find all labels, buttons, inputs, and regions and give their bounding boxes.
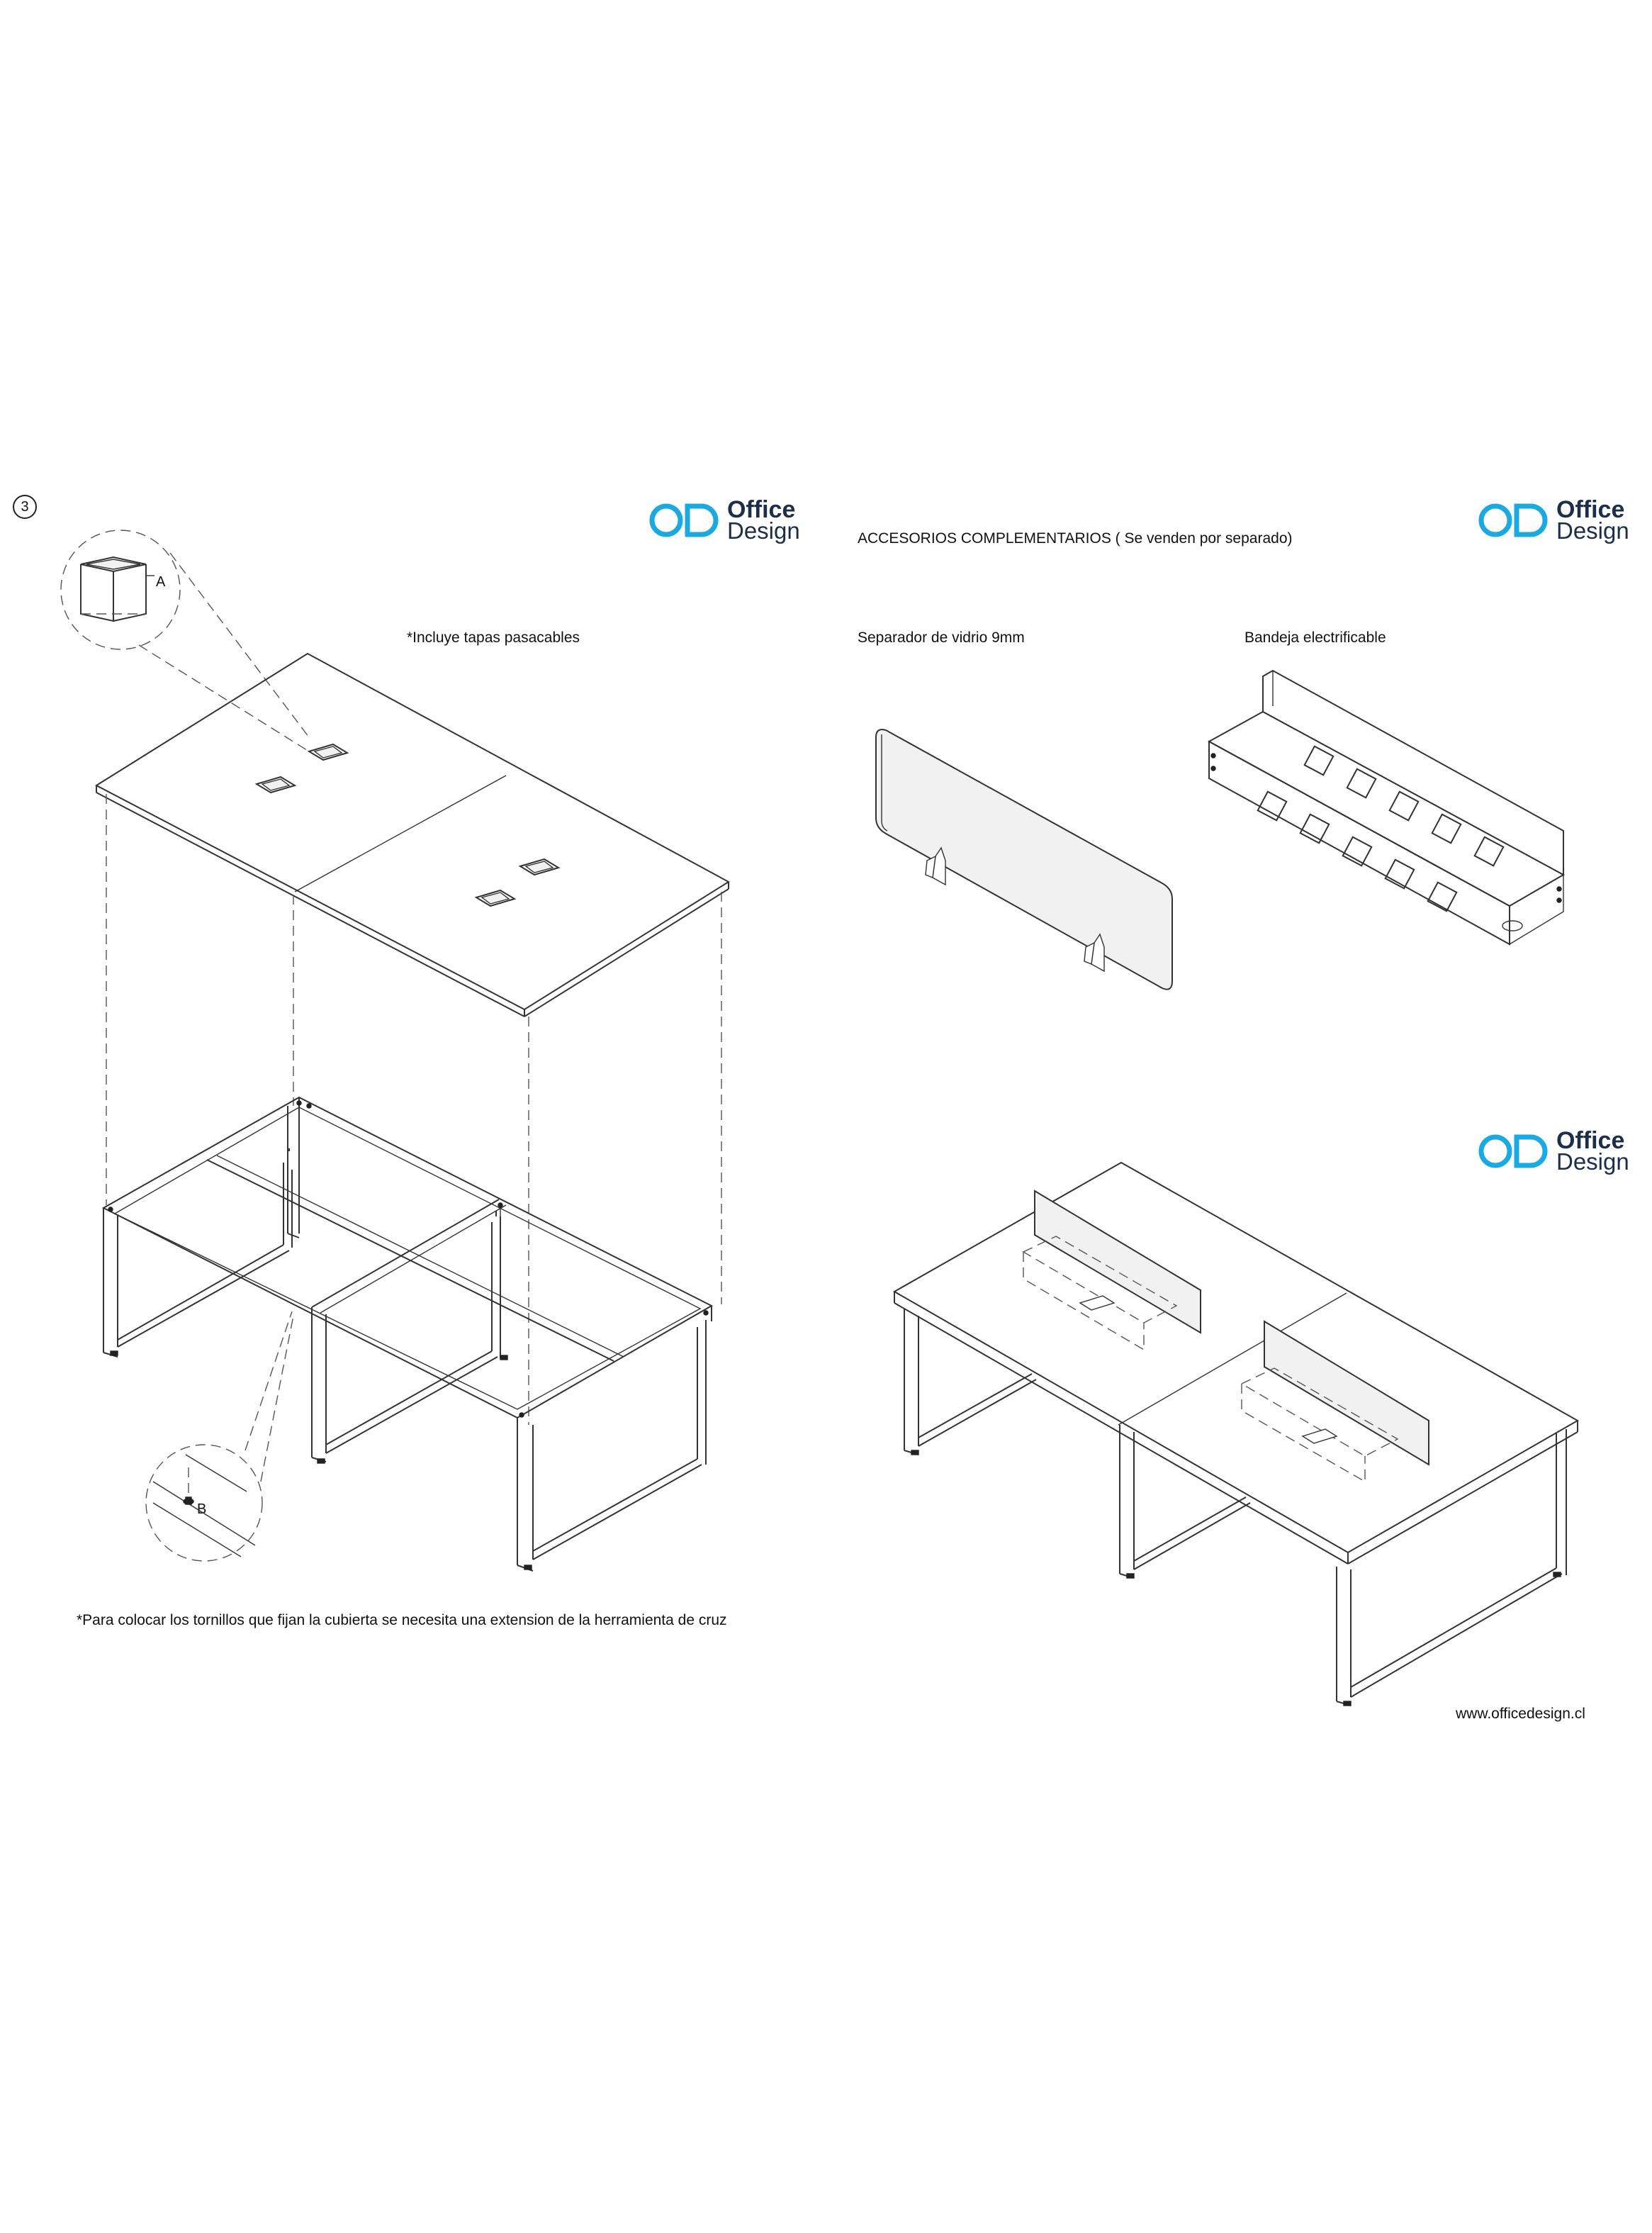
grommet-icon	[518, 858, 561, 876]
website-url: www.officedesign.cl	[1456, 1706, 1585, 1722]
logo-word-design: Design	[727, 517, 800, 544]
glass-divider-label: Separador de vidrio 9mm	[858, 629, 1025, 646]
logo-word-office: Office	[1556, 1127, 1625, 1154]
tabletop-panels	[94, 652, 730, 1017]
office-design-logo: Office Design	[1477, 1127, 1640, 1177]
logo-word-office: Office	[727, 496, 796, 523]
assembly-guides	[106, 794, 722, 1425]
grommet-icon	[254, 776, 297, 794]
od-logo-mark-icon	[649, 503, 719, 537]
detail-a-grommet	[60, 530, 310, 752]
cable-tray-label: Bandeja electrificable	[1244, 629, 1386, 646]
logo-word-design: Design	[1556, 517, 1629, 544]
assembled-bench	[892, 1161, 1580, 1706]
grommet-icon	[474, 889, 517, 907]
logo-word-design: Design	[1556, 1148, 1629, 1175]
grommet-icon	[307, 743, 349, 761]
tool-note: *Para colocar los tornillos que fijan la…	[77, 1612, 727, 1628]
step-number-badge: 3	[13, 495, 37, 519]
includes-note: *Incluye tapas pasacables	[407, 629, 580, 646]
detail-b-screw	[145, 1311, 294, 1562]
office-design-logo: Office Design	[648, 496, 811, 546]
od-logo-mark-icon	[1478, 503, 1548, 537]
glass-divider	[875, 729, 1173, 990]
detail-label-a: A	[156, 574, 166, 590]
double-desk-frame	[101, 1096, 714, 1572]
logo-word-office: Office	[1556, 496, 1625, 523]
od-logo-mark-icon	[1478, 1134, 1548, 1168]
office-design-logo: Office Design	[1477, 496, 1640, 546]
accessories-title: ACCESORIOS COMPLEMENTARIOS ( Se venden p…	[858, 530, 1293, 547]
cable-tray	[1207, 669, 1566, 946]
